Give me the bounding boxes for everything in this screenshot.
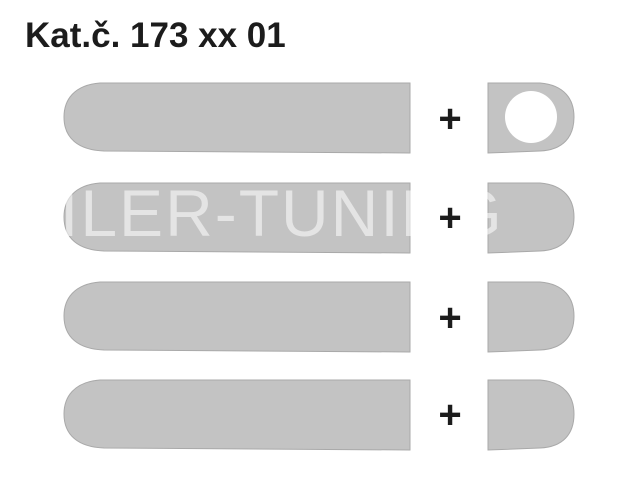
handle-cover-set-3 [63, 281, 575, 353]
handle-cover-set-2 [63, 182, 575, 254]
handle-cover-long-part-2 [63, 182, 411, 254]
catalog-number-title: Kat.č. 173 xx 01 [25, 16, 286, 55]
handle-cap-part-4 [487, 379, 575, 451]
handle-cap-part-3 [487, 281, 575, 353]
plus-sign-2: + [438, 196, 462, 240]
handle-cap-part-2 [487, 182, 575, 254]
handle-cover-set-1 [63, 82, 575, 154]
keyhole-icon [505, 91, 557, 143]
plus-sign-3: + [438, 296, 462, 340]
handle-cover-long-part-4 [63, 379, 411, 451]
plus-sign-1: + [438, 97, 462, 141]
handle-cover-long-part-1 [63, 82, 411, 154]
handle-cover-set-4 [63, 379, 575, 451]
plus-sign-4: + [438, 393, 462, 437]
handle-cover-long-part-3 [63, 281, 411, 353]
